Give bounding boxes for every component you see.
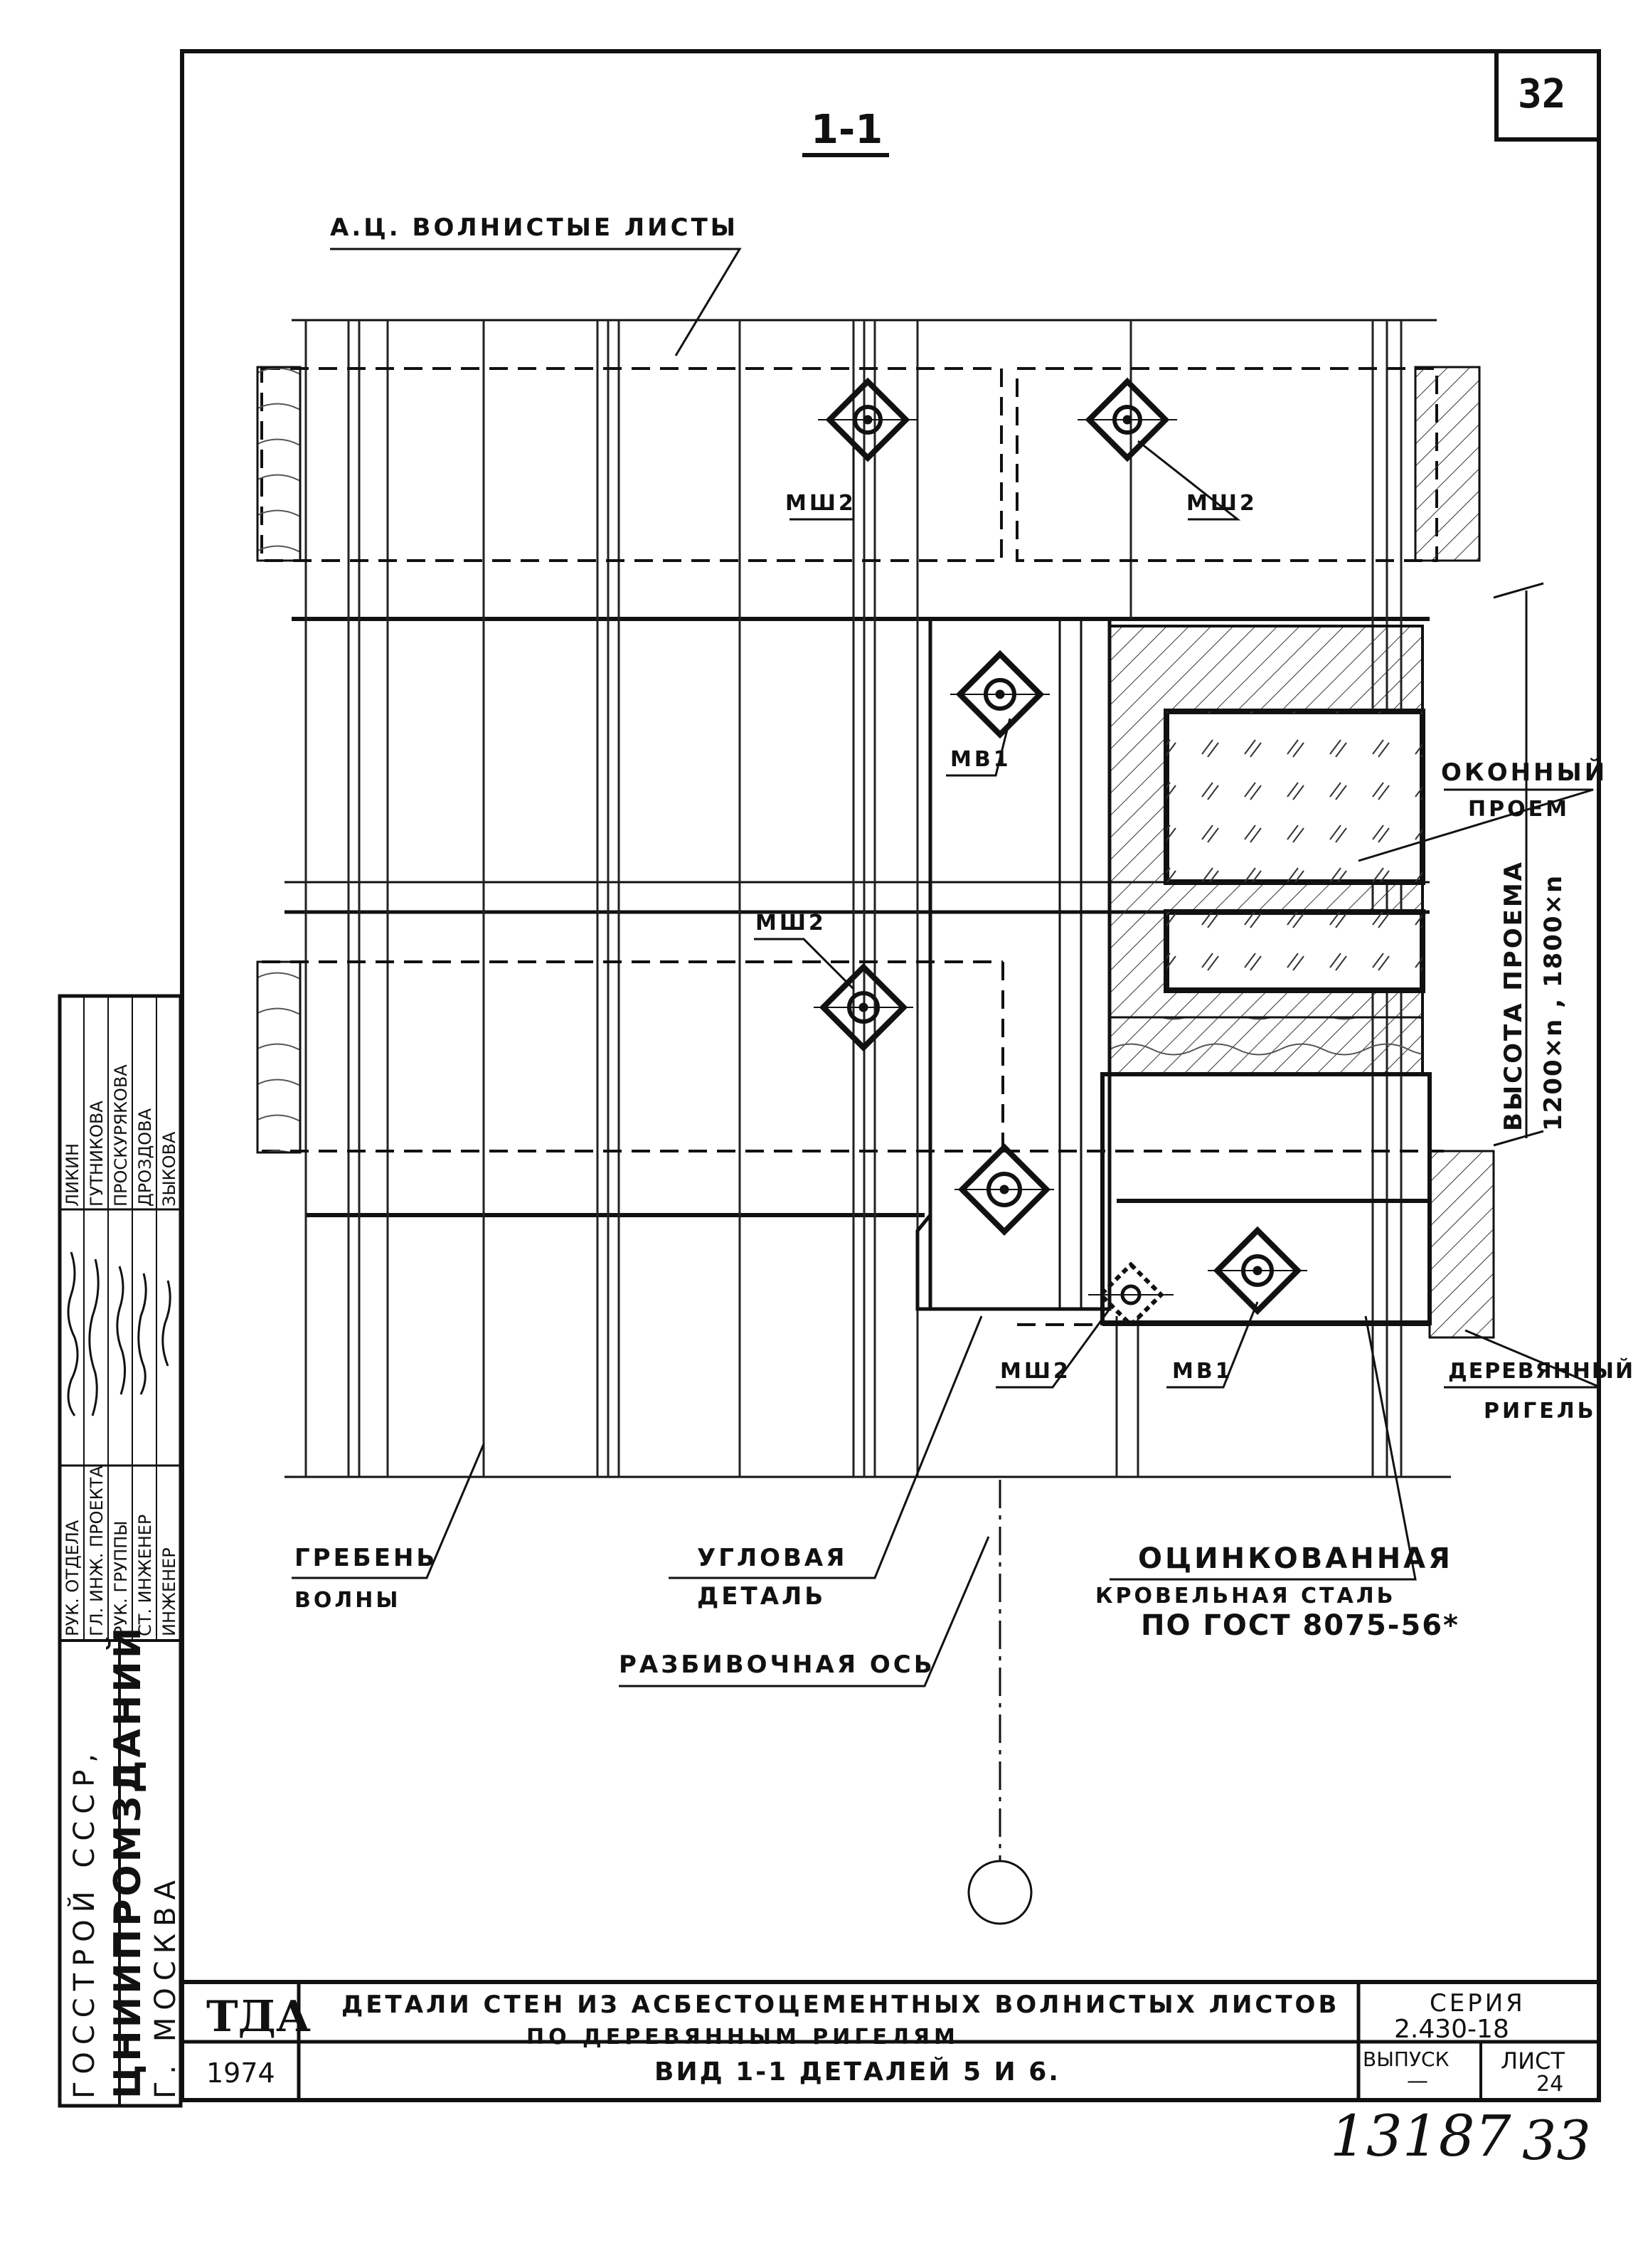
stamp-name-1: ЛИКИН (63, 1143, 83, 1207)
stamp-role-5: ИНЖЕНЕР (159, 1547, 179, 1636)
title-line-2: ПО ДЕРЕВЯННЫМ РИГЕЛЯМ (526, 2025, 959, 2050)
stamp-org-1: ГОССТРОЙ СССР, (68, 1746, 101, 2099)
label-galvanized-3: ПО ГОСТ 8075-56* (1141, 1609, 1459, 1642)
fastener-symbols (814, 377, 1307, 1328)
stamp-name-3: ПРОСКУРЯКОВА (111, 1064, 131, 1207)
stamp-role-2: ГЛ. ИНЖ. ПРОЕКТА (87, 1466, 107, 1636)
section-mark: 1-1 (811, 107, 883, 153)
page-number-box (1494, 49, 1601, 142)
wood-girt-left-bottom (256, 960, 302, 1154)
label-msh2-b: МШ2 (1186, 491, 1257, 516)
stamp-name-2: ГУТНИКОВА (87, 1101, 107, 1207)
label-wood-girt-1: ДЕРЕВЯННЫЙ (1448, 1359, 1635, 1384)
stamp-org-2: ЦНИИПРОМЗДАНИЙ (107, 1624, 149, 2099)
label-window-opening-1: ОКОННЫЙ (1441, 758, 1608, 787)
stamp-role-3: РУК. ГРУППЫ (111, 1520, 131, 1636)
label-wave-crest-2: ВОЛНЫ (294, 1588, 401, 1613)
label-opening-height-2: 1200×n , 1800×n (1539, 874, 1568, 1131)
leader-lines (292, 248, 1601, 1687)
title-year: 1974 (206, 2057, 275, 2089)
label-msh2-a: МШ2 (785, 491, 856, 516)
stamp-lines (58, 994, 183, 2108)
label-window-opening-2: ПРОЕМ (1468, 797, 1570, 822)
layout-axis-circle (967, 1860, 1033, 1925)
label-msh2-d: МШ2 (1000, 1359, 1071, 1384)
wood-girt-left-top (256, 366, 302, 562)
handwritten-number: 13187 (1330, 2103, 1511, 2169)
opening-height-dimension (1493, 582, 1544, 1147)
label-wave-crest-1: ГРЕБЕНЬ (294, 1544, 438, 1572)
label-top-sheets: А.Ц. ВОЛНИСТЫЕ ЛИСТЫ (330, 213, 738, 242)
label-corner-detail-2: ДЕТАЛЬ (697, 1582, 826, 1611)
corner-detail-strip (928, 617, 1112, 1311)
issue-label: ВЫПУСК (1363, 2047, 1450, 2071)
issue-value: — (1407, 2069, 1428, 2094)
label-galvanized-1: ОЦИНКОВАННАЯ (1138, 1542, 1453, 1575)
stamp-name-5: ЗЫКОВА (159, 1131, 179, 1207)
label-opening-height-1: ВЫСОТА ПРОЕМА (1499, 860, 1528, 1131)
stamp-name-4: ДРОЗДОВА (135, 1108, 155, 1207)
title-block-lines (182, 1980, 1599, 2100)
series-value: 2.430-18 (1394, 2015, 1509, 2044)
sheet-value: 24 (1536, 2072, 1564, 2097)
label-layout-axis: РАЗБИВОЧНАЯ ОСЬ (619, 1650, 935, 1679)
title-line-1: ДЕТАЛИ СТЕН ИЗ АСБЕСТОЦЕМЕНТНЫХ ВОЛНИСТЫ… (341, 1991, 1340, 2019)
stamp-role-1: РУК. ОТДЕЛА (63, 1520, 83, 1636)
page-number: 32 (1518, 71, 1566, 117)
wood-girt-right-bottom (1428, 1150, 1495, 1339)
handwritten-page: 33 (1522, 2109, 1591, 2172)
label-wood-girt-2: РИГЕЛЬ (1484, 1399, 1597, 1424)
wood-girt-right-top (1414, 366, 1481, 562)
label-corner-detail-1: УГЛОВАЯ (697, 1544, 848, 1572)
label-mv1-a: МВ1 (950, 747, 1011, 772)
title-subtitle: ВИД 1-1 ДЕТАЛЕЙ 5 И 6. (654, 2057, 1060, 2087)
sheet-label: ЛИСТ (1501, 2047, 1565, 2074)
label-msh2-c: МШ2 (755, 911, 826, 936)
stamp-org-3: Г. МОСКВА (149, 1873, 182, 2099)
title-logo: ТДА (206, 1992, 311, 2042)
label-mv1-b: МВ1 (1172, 1359, 1233, 1384)
stamp-role-4: СТ. ИНЖЕНЕР (135, 1514, 155, 1636)
signatures (67, 1251, 171, 1416)
label-galvanized-2: КРОВЕЛЬНАЯ СТАЛЬ (1095, 1584, 1396, 1609)
series-label: СЕРИЯ (1430, 1989, 1526, 2018)
